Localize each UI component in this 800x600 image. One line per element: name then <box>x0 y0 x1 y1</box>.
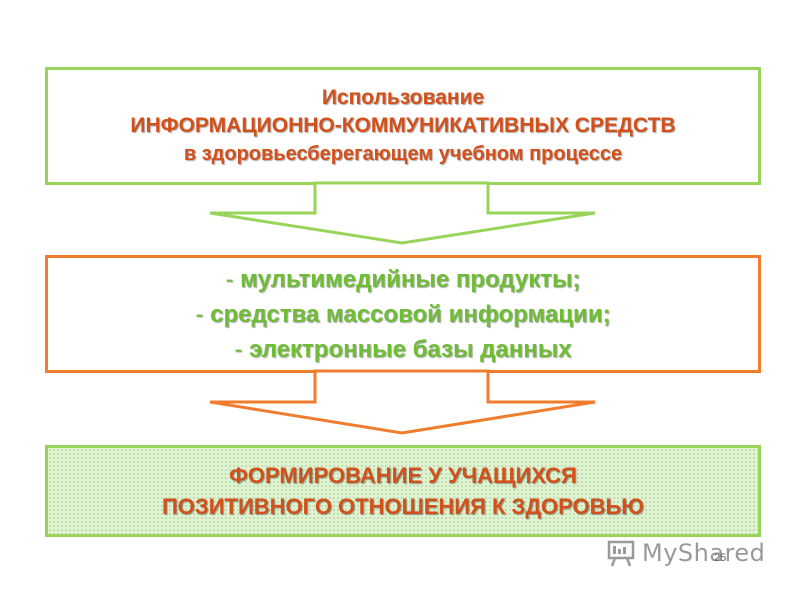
down-arrow-orange <box>209 369 596 435</box>
middle-box-item: - электронные базы данных <box>234 335 572 363</box>
bottom-box-line-1: ФОРМИРОВАНИЕ У УЧАЩИХСЯ <box>229 463 577 488</box>
down-arrow-green <box>209 181 596 245</box>
top-box-line-2: ИНФОРМАЦИОННО-КОММУНИКАТИВНЫХ СРЕДСТВ <box>130 114 676 137</box>
watermark-text: MyShared <box>642 539 766 567</box>
presentation-icon <box>607 540 635 567</box>
middle-box-item: - средства массовой информации; <box>195 300 611 328</box>
top-box-line-3: в здоровьесберегающем учебном процессе <box>183 143 623 165</box>
top-box-line-1: Использование <box>321 86 485 109</box>
bottom-box: ФОРМИРОВАНИЕ У УЧАЩИХСЯ ПОЗИТИВНОГО ОТНО… <box>45 445 761 537</box>
watermark: MyShared <box>606 538 765 568</box>
bottom-box-line-2: ПОЗИТИВНОГО ОТНОШЕНИЯ К ЗДОРОВЬЮ <box>161 494 644 519</box>
middle-box: - мультимедийные продукты; - средства ма… <box>45 255 761 373</box>
slide-number: 25 <box>714 552 727 564</box>
middle-box-item: - мультимедийные продукты; <box>225 265 581 293</box>
top-box: Использование ИНФОРМАЦИОННО-КОММУНИКАТИВ… <box>45 67 761 185</box>
